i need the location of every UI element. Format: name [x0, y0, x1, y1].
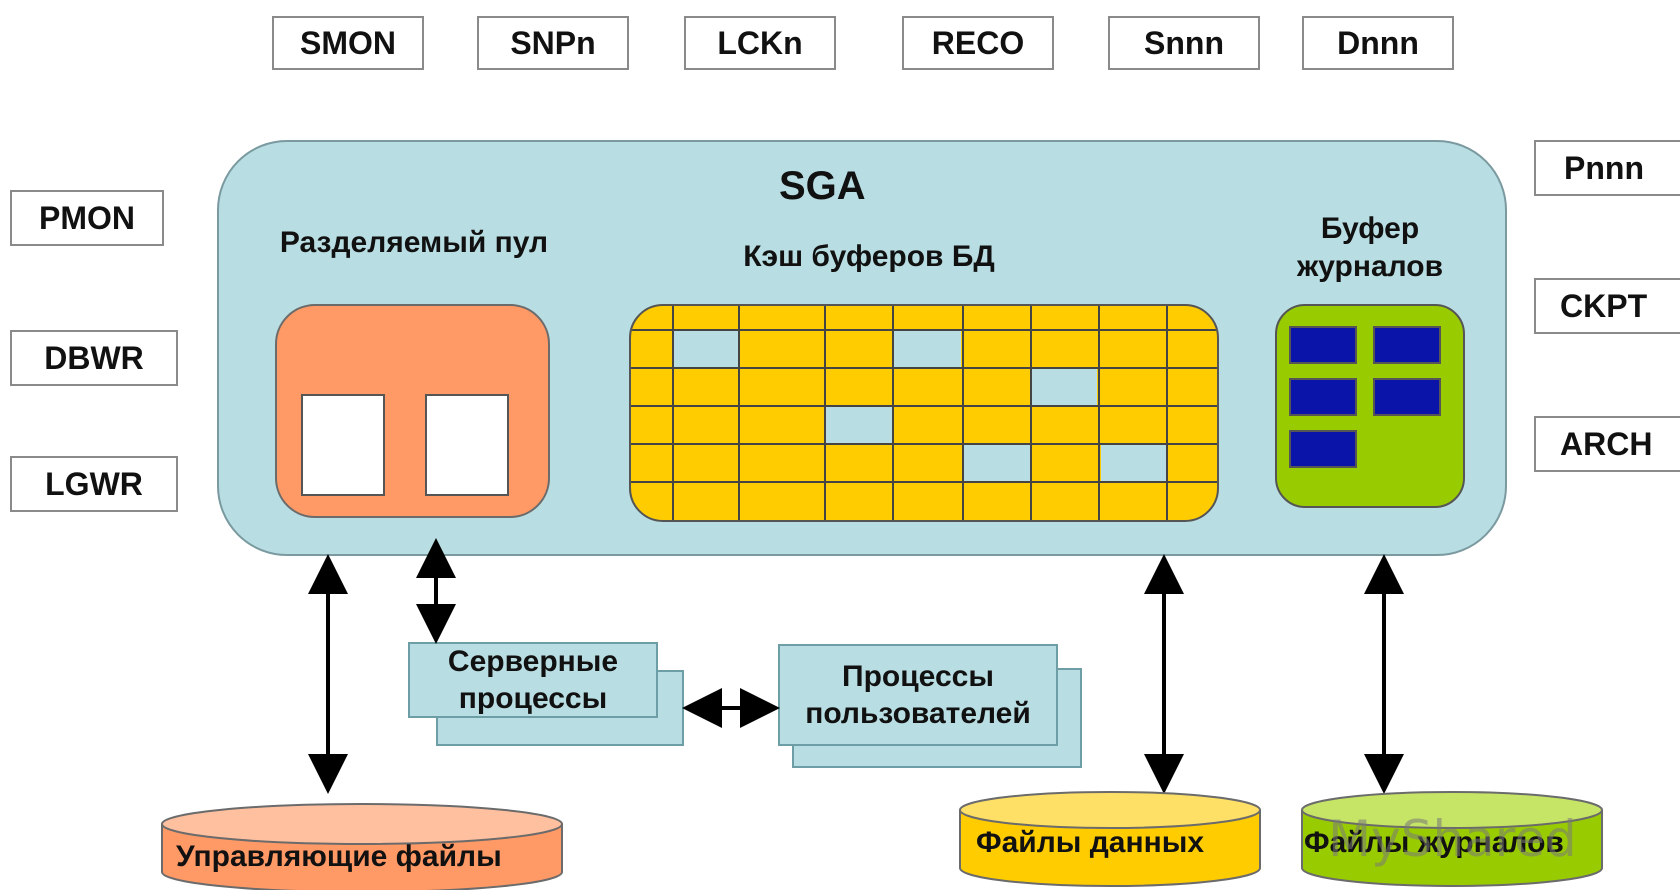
- process-ckpt: CKPT: [1534, 278, 1680, 334]
- process-snnn: Snnn: [1108, 16, 1260, 70]
- log-buffer-entry: [1373, 378, 1441, 416]
- process-label: Pnnn: [1564, 149, 1644, 186]
- redo-files-icon: [1301, 791, 1603, 887]
- log-buffer-entry: [1289, 430, 1357, 468]
- log-buffer-entry: [1289, 326, 1357, 364]
- log-buffer-label: Буфер журналов: [1296, 212, 1444, 283]
- watermark: MyShared: [1328, 810, 1577, 868]
- user-processes: Процессы пользователей: [778, 644, 1058, 746]
- data-files-label: Файлы данных: [976, 826, 1205, 859]
- buffer-cache-grid: [631, 306, 1217, 520]
- buffer-cache-label: Кэш буферов БД: [743, 240, 995, 273]
- sga-region: SGA Разделяемый пул Кэш буферов БД: [217, 140, 1507, 556]
- process-pmon: PMON: [10, 190, 164, 246]
- process-dbwr: DBWR: [10, 330, 178, 386]
- process-dnnn: Dnnn: [1302, 16, 1454, 70]
- process-label: Dnnn: [1337, 24, 1419, 61]
- process-arch: ARCH: [1534, 416, 1680, 472]
- shared-pool: [275, 304, 550, 518]
- process-lgwr: LGWR: [10, 456, 178, 512]
- process-pnnn: Pnnn: [1534, 140, 1680, 196]
- process-smon: SMON: [272, 16, 424, 70]
- sga-title: SGA: [779, 164, 866, 208]
- log-buffer-entry: [1289, 378, 1357, 416]
- process-label: LGWR: [45, 465, 143, 502]
- process-reco: RECO: [902, 16, 1054, 70]
- process-label: SNPn: [510, 24, 596, 61]
- server-processes: Серверные процессы: [408, 642, 658, 718]
- process-label: DBWR: [44, 339, 144, 376]
- log-buffer-entry: [1373, 326, 1441, 364]
- process-label: ARCH: [1560, 425, 1653, 462]
- process-label: LCKn: [717, 24, 803, 61]
- control-files-icon: [161, 803, 563, 890]
- process-label: CKPT: [1560, 287, 1648, 324]
- shared-pool-block: [301, 394, 385, 496]
- process-label: SMON: [300, 24, 396, 61]
- process-lckn: LCKn: [684, 16, 836, 70]
- process-label: RECO: [931, 24, 1025, 61]
- buffer-cache: [629, 304, 1219, 522]
- process-label: PMON: [39, 199, 135, 236]
- process-label: Snnn: [1144, 24, 1224, 61]
- process-snpn: SNPn: [477, 16, 629, 70]
- shared-pool-block: [425, 394, 509, 496]
- log-buffer: [1275, 304, 1465, 508]
- control-files-label: Управляющие файлы: [176, 840, 502, 873]
- data-files-icon: [959, 791, 1261, 887]
- redo-files-label: Файлы журналов: [1304, 826, 1564, 859]
- shared-pool-label: Разделяемый пул: [279, 226, 549, 259]
